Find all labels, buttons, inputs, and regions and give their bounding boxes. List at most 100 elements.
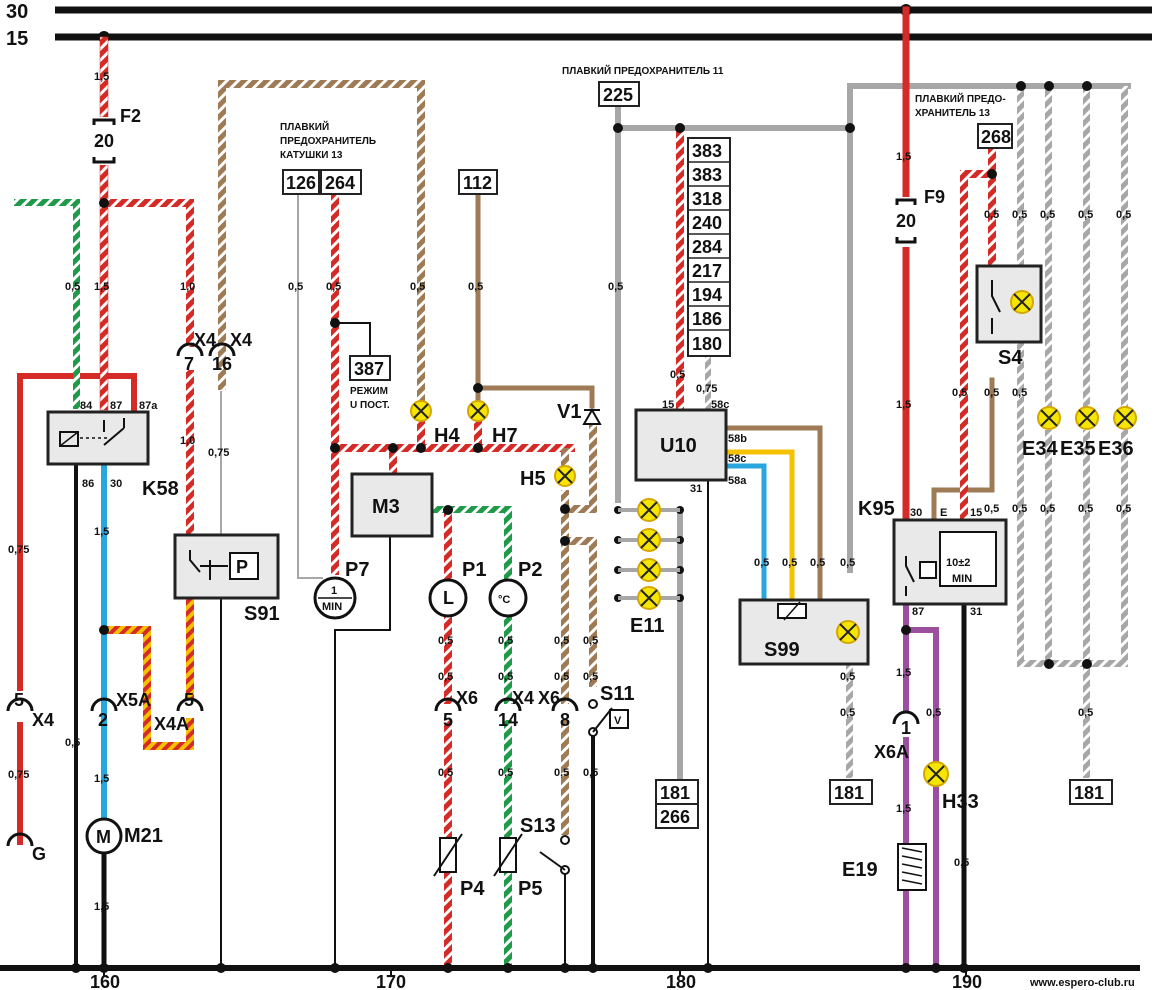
k95-timer-bottom: MIN <box>952 573 972 585</box>
ref-266: 266 <box>660 807 690 827</box>
wire-size: 0,5 <box>608 281 623 293</box>
wire-size: 0,5 <box>1116 503 1131 515</box>
switch-s99 <box>738 598 870 666</box>
wire-size: 0,5 <box>583 635 598 647</box>
label-p5: P5 <box>518 878 542 900</box>
module-u10 <box>634 408 728 482</box>
x5a-pin: 2 <box>98 710 108 730</box>
wire-size: 0,5 <box>1040 503 1055 515</box>
scale-tick-180: 180 <box>666 972 696 990</box>
m21-symbol: M <box>96 827 111 847</box>
scale-tick-170: 170 <box>376 972 406 990</box>
wires-striped <box>14 36 1128 968</box>
label-h33: H33 <box>942 791 979 813</box>
ref-col-item: 180 <box>692 334 722 354</box>
ref-268: 268 <box>981 127 1011 147</box>
wire-size: 0,5 <box>498 635 513 647</box>
ref-col-item: 186 <box>692 309 722 329</box>
switch-s91 <box>173 533 280 600</box>
ref-col-item: 284 <box>692 237 722 257</box>
x4a-pin: 5 <box>184 690 194 710</box>
wire-size: 0,5 <box>984 503 999 515</box>
wire-size: 0,5 <box>670 369 685 381</box>
x4a-label: X4A <box>154 714 189 734</box>
ref-181-c: 181 <box>1074 783 1104 803</box>
label-e35: E35 <box>1060 438 1096 460</box>
label-u10: U10 <box>660 435 697 457</box>
wire-size: 0,5 <box>840 671 855 683</box>
wire-size: 0,5 <box>1012 387 1027 399</box>
label-h7: H7 <box>492 425 518 447</box>
wire-size: 0,5 <box>840 557 855 569</box>
lamps-e11 <box>618 498 680 610</box>
sensor-p4 <box>433 833 463 877</box>
p7-top: 1 <box>331 585 337 597</box>
watermark: www.espero-club.ru <box>1029 977 1135 989</box>
wire-size: 0,5 <box>984 387 999 399</box>
wire-size: 0,5 <box>65 737 80 749</box>
wire-size: 0,5 <box>583 671 598 683</box>
wire-size: 1,5 <box>896 667 911 679</box>
x6a-label: X6A <box>874 742 909 762</box>
pin-k95-87: 87 <box>912 606 924 618</box>
relay-k58 <box>46 410 150 466</box>
x5a-label: X5A <box>116 690 151 710</box>
s11-v-label: V <box>614 715 622 727</box>
wire-size: 0,75 <box>696 383 717 395</box>
pin-k58-87a: 87a <box>139 400 158 412</box>
label-v1: V1 <box>557 401 581 423</box>
label-k58: K58 <box>142 478 179 500</box>
wire-size: 0,5 <box>952 387 967 399</box>
relay-k95 <box>892 518 1008 606</box>
wire-size: 1,5 <box>94 901 109 913</box>
pin-u10-31: 31 <box>690 483 702 495</box>
wire-size: 1,5 <box>896 803 911 815</box>
x4-label-3: X4 <box>32 710 54 730</box>
lamp-h33 <box>923 761 949 787</box>
wire-size: 0,75 <box>8 769 29 781</box>
fuse-f2-value: 20 <box>94 131 114 151</box>
rail-30-label: 30 <box>6 1 28 23</box>
wire-size: 0,5 <box>984 209 999 221</box>
x4-pin-5: 5 <box>14 690 24 710</box>
label-s91: S91 <box>244 603 280 625</box>
label-p1: P1 <box>462 559 486 581</box>
label-e19: E19 <box>842 859 878 881</box>
note-mode-b: U ПОСТ. <box>350 400 390 411</box>
pin-u10-15: 15 <box>662 399 674 411</box>
ref-col-item: 240 <box>692 213 722 233</box>
ref-col-item: 318 <box>692 189 722 209</box>
wire-size: 0,5 <box>810 557 825 569</box>
fuse-f9-label: F9 <box>924 187 945 207</box>
ref-112: 112 <box>463 173 492 193</box>
wire-size: 0,5 <box>1078 707 1093 719</box>
wire-size: 0,5 <box>288 281 303 293</box>
p1-symbol: L <box>443 588 454 608</box>
ref-col-item: 194 <box>692 285 722 305</box>
x4-pin-7: 7 <box>184 354 194 374</box>
label-s13: S13 <box>520 815 556 837</box>
note-fuse-13-a: ПЛАВКИЙ ПРЕДО- <box>915 92 1006 105</box>
wire-size: 0,5 <box>782 557 797 569</box>
wire-size: 0,5 <box>1116 209 1131 221</box>
heater-e19 <box>897 843 927 891</box>
wire-size: 1,5 <box>896 151 911 163</box>
note-coil-b: ПРЕДОХРАНИТЕЛЬ <box>280 136 376 147</box>
wire-size: 0,5 <box>583 767 598 779</box>
wire-size: 0,5 <box>926 707 941 719</box>
scale-ticks <box>103 968 967 976</box>
wire-size: 1,5 <box>94 71 109 83</box>
label-s11: S11 <box>600 683 634 705</box>
g-label: G <box>32 844 46 864</box>
fuse-f9-value: 20 <box>896 211 916 231</box>
ref-126: 126 <box>286 173 316 193</box>
label-m3: M3 <box>372 496 400 518</box>
wire-size: 0,5 <box>468 281 483 293</box>
label-h4: H4 <box>434 425 460 447</box>
ref-col-item: 217 <box>692 261 722 281</box>
wire-size: 0,5 <box>840 707 855 719</box>
wire-size: 0,5 <box>1078 209 1093 221</box>
wire-size: 0,75 <box>208 447 229 459</box>
ref-387: 387 <box>354 359 384 379</box>
